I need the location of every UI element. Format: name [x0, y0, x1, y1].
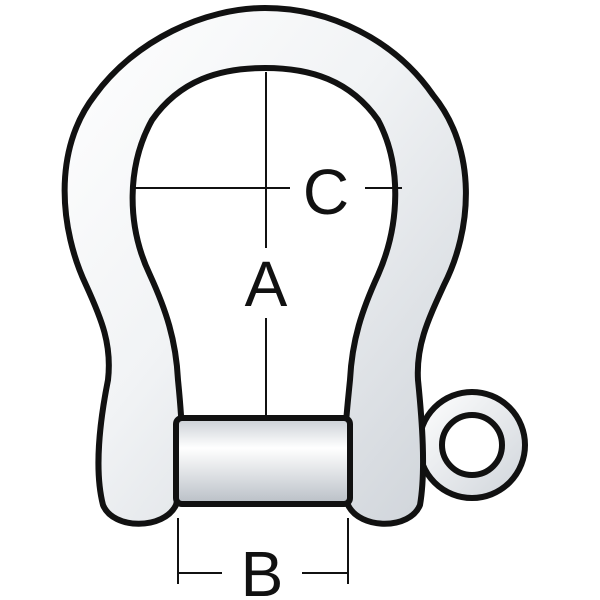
dimension-c-label: C [303, 156, 349, 228]
shackle-pin [173, 415, 353, 507]
shackle-bow [61, 5, 469, 527]
pin-eye-hole [439, 412, 505, 478]
dimension-b-label: B [241, 538, 284, 600]
dimension-lines [130, 72, 402, 584]
pin-bar [173, 415, 353, 507]
dimension-a-label: A [245, 248, 288, 320]
